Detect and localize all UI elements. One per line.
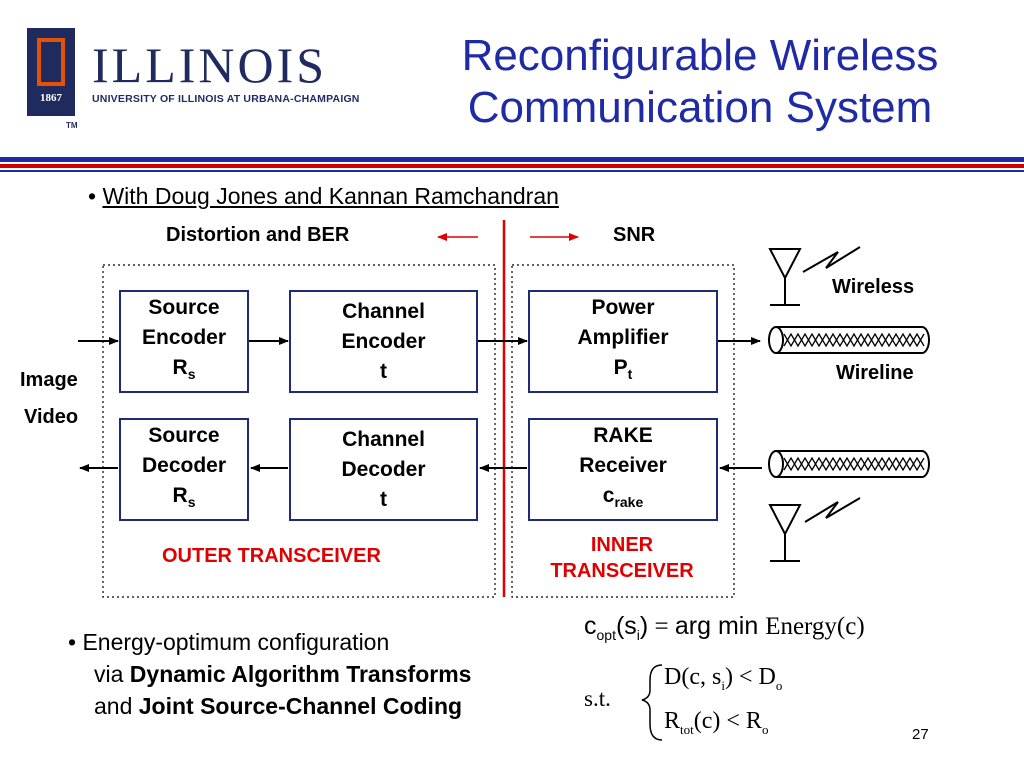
image-label: Image <box>20 369 78 391</box>
antenna-bottom-icon <box>768 504 802 562</box>
line3-prefix: and <box>94 693 139 719</box>
c2-sub2: o <box>761 721 769 737</box>
header-rule-blue <box>0 157 1024 162</box>
block-symbol: Pt <box>614 353 633 389</box>
eq-argmin: arg min <box>674 612 759 640</box>
header-rule-red <box>0 164 1024 168</box>
symbol-text: R <box>172 484 188 508</box>
inner-transceiver-label: INNER TRANSCEIVER <box>532 532 712 584</box>
credit-bullet: • With Doug Jones and Kannan Ramchandran <box>88 183 559 210</box>
symbol-subscript: t <box>627 366 633 383</box>
video-label: Video <box>24 406 79 428</box>
symbol-text: c <box>602 484 615 508</box>
source-decoder-block: Source Decoder Rs <box>119 418 249 521</box>
antenna-top-icon <box>768 248 802 306</box>
block-label-line: Receiver <box>579 454 667 478</box>
eq-arg-open: (s <box>615 612 637 640</box>
header-rule-blue-thin <box>0 170 1024 172</box>
slide-title: Reconfigurable Wireless Communication Sy… <box>380 30 1020 134</box>
optimization-objective: copt(si) = arg min Energy(c) <box>584 612 865 643</box>
source-encoder-block: Source Encoder Rs <box>119 290 249 393</box>
inner-label-line2: TRANSCEIVER <box>550 560 694 582</box>
constraint-distortion: D(c, si) < Do <box>664 664 782 694</box>
power-amplifier-block: Power Amplifier Pt <box>528 290 718 393</box>
outer-transceiver-label: OUTER TRANSCEIVER <box>162 545 381 567</box>
cable-top-icon <box>768 326 930 354</box>
eq-opt-sub: opt <box>596 627 616 643</box>
credit-text: With Doug Jones and Kannan Ramchandran <box>102 183 559 209</box>
bullet-mark: • <box>88 183 103 209</box>
block-symbol: crake <box>603 481 644 517</box>
page-number: 27 <box>912 726 929 743</box>
line2-prefix: via <box>94 661 130 687</box>
energy-bullet: • Energy-optimum configuration via Dynam… <box>68 626 471 722</box>
symbol-subscript: rake <box>614 494 644 511</box>
block-label-line: Decoder <box>141 454 227 478</box>
illinois-logo-emblem: 1867 <box>27 28 75 116</box>
constraint-brace <box>641 664 663 741</box>
c1-sub2: o <box>775 677 783 693</box>
eq-equals: = <box>648 613 675 640</box>
symbol-subscript: s <box>187 494 196 511</box>
channel-decoder-block: Channel Decoder t <box>289 418 478 521</box>
block-symbol: t <box>380 359 387 383</box>
subject-to-label: s.t. <box>584 686 611 711</box>
slide-title-line2: Communication System <box>467 83 933 132</box>
block-label-line: Decoder <box>341 457 426 481</box>
block-label-line: Source <box>148 296 220 320</box>
block-symbol: Rs <box>173 481 196 517</box>
joint-source-channel-coding: Joint Source-Channel Coding <box>138 693 463 719</box>
block-symbol: t <box>380 487 387 511</box>
eq-c: c <box>584 612 597 640</box>
block-label-line: Source <box>148 424 220 448</box>
snr-label: SNR <box>613 224 656 246</box>
logo-year: 1867 <box>40 92 62 104</box>
c1-sub: i <box>721 677 725 693</box>
constraint-rate: Rtot(c) < Ro <box>664 708 768 738</box>
symbol-text: P <box>613 356 628 380</box>
block-label-line: Channel <box>342 427 425 451</box>
symbol-text: R <box>172 356 188 380</box>
logo-trademark: TM <box>66 121 78 130</box>
energy-bullet-line1: • Energy-optimum configuration <box>68 629 390 655</box>
c2-pre: R <box>664 708 681 734</box>
dynamic-algorithm-transforms: Dynamic Algorithm Transforms <box>129 661 472 687</box>
eq-energy: Energy(c) <box>765 613 865 640</box>
logo-subtitle: UNIVERSITY OF ILLINOIS AT URBANA-CHAMPAI… <box>92 93 360 105</box>
outer-transceiver-boundary <box>102 264 496 598</box>
wireless-signal-bottom-icon <box>804 497 861 523</box>
rake-receiver-block: RAKE Receiver crake <box>528 418 718 521</box>
block-label-line: RAKE <box>593 424 653 448</box>
block-symbol: Rs <box>173 353 196 389</box>
logo-wordmark: ILLINOIS <box>92 37 328 93</box>
wireline-label: Wireline <box>836 362 914 384</box>
block-label-line: Power <box>591 296 655 320</box>
block-label-line: Encoder <box>341 329 426 353</box>
c2-post: (c) < R <box>693 708 762 734</box>
block-label-line: Amplifier <box>577 326 669 350</box>
eq-arg-close: ) <box>639 612 649 640</box>
energy-bullet-line3: and Joint Source-Channel Coding <box>68 690 471 722</box>
cable-bottom-icon <box>768 450 930 478</box>
c1-post: ) < D <box>724 664 776 690</box>
c1-pre: D(c, s <box>664 664 722 690</box>
wireless-label: Wireless <box>832 276 915 298</box>
inner-transceiver-boundary <box>511 264 735 598</box>
block-label-line: Channel <box>342 299 425 323</box>
block-label-line: Encoder <box>141 326 227 350</box>
slide-title-line1: Reconfigurable Wireless <box>461 31 939 80</box>
column-icon <box>37 38 65 86</box>
c2-sub: tot <box>680 721 694 737</box>
channel-encoder-block: Channel Encoder t <box>289 290 478 393</box>
symbol-subscript: s <box>187 366 196 383</box>
energy-bullet-line2: via Dynamic Algorithm Transforms <box>68 658 471 690</box>
distortion-ber-label: Distortion and BER <box>166 224 350 246</box>
eq-arg-sub: i <box>636 627 640 643</box>
wireless-signal-top-icon <box>802 246 861 273</box>
inner-label-line1: INNER <box>590 534 654 556</box>
